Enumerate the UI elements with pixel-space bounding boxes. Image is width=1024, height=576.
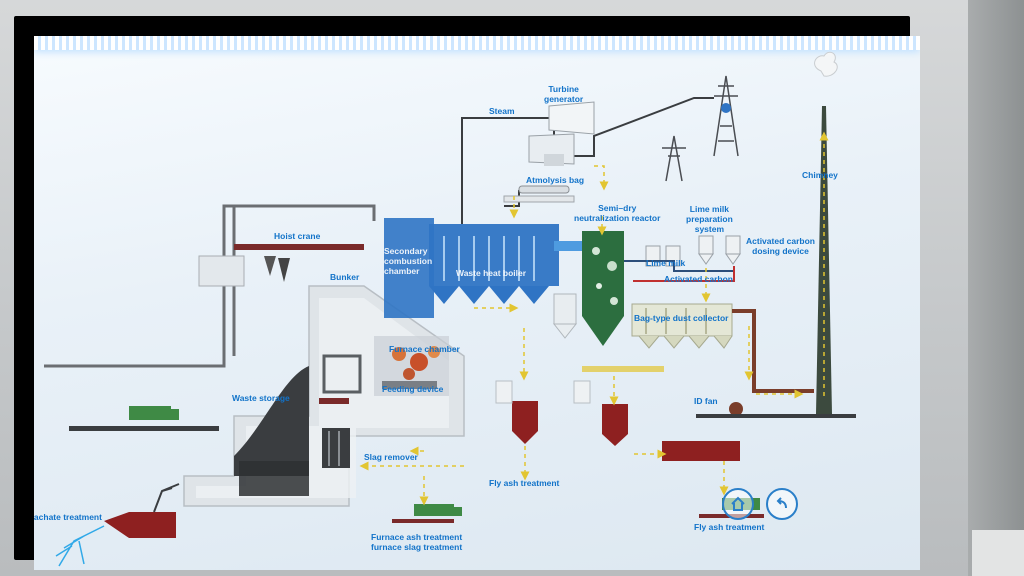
label-fly-ash-treatment-2: Fly ash treatment bbox=[694, 522, 765, 532]
lime-line bbox=[624, 260, 734, 272]
ash-silos bbox=[495, 380, 591, 404]
carbon-line bbox=[633, 266, 735, 282]
label-steam: Steam bbox=[489, 106, 515, 116]
label-id-fan: ID fan bbox=[694, 396, 718, 406]
furnace-chamber bbox=[319, 336, 449, 468]
label-atmolysis-bag: Atmolysis bag bbox=[526, 175, 585, 185]
label-turbine-generator: Turbine generator bbox=[544, 84, 584, 104]
flow-arrows bbox=[359, 131, 829, 506]
waste-truck bbox=[69, 406, 219, 431]
label-lime-milk-prep: Lime milk preparation system bbox=[686, 204, 733, 234]
back-arrow-icon bbox=[776, 497, 787, 509]
incineration-process-diagram bbox=[44, 51, 856, 567]
atmolysis-bag bbox=[503, 185, 575, 203]
waste-pile bbox=[234, 366, 309, 476]
bag-dust-collector bbox=[631, 303, 733, 349]
turbine-generator bbox=[528, 101, 595, 166]
home-icon bbox=[731, 496, 745, 511]
leachate-tank bbox=[104, 512, 176, 538]
chimney bbox=[814, 51, 838, 414]
semi-dry-reactor bbox=[552, 231, 624, 346]
reactor-base bbox=[582, 366, 664, 372]
power-tower bbox=[662, 75, 739, 182]
label-hoist-crane: Hoist crane bbox=[274, 231, 321, 241]
label-semi-dry-reactor: Semi–dry neutralization reactor bbox=[574, 203, 661, 223]
label-furnace-chamber: Furnace chamber bbox=[389, 344, 460, 354]
label-chimney: Chimney bbox=[802, 170, 838, 180]
label-waste-storage: Waste storage bbox=[232, 393, 290, 403]
flue-duct bbox=[732, 309, 814, 393]
label-secondary-combustion: Secondary combustion chamber bbox=[384, 246, 433, 276]
slag-truck bbox=[392, 504, 462, 523]
label-furnace-ash-treatment: Furnace ash treatment furnace slag treat… bbox=[371, 532, 463, 552]
label-feeding-device: Feeding device bbox=[382, 384, 444, 394]
hoist-crane bbox=[234, 244, 364, 282]
id-fan bbox=[729, 402, 743, 416]
led-light-strip bbox=[34, 36, 920, 50]
label-fly-ash-treatment-1: Fly ash treatment bbox=[489, 478, 560, 488]
wall-background bbox=[968, 0, 1024, 576]
label-activated-carbon-dosing: Activated carbon dosing device bbox=[746, 236, 815, 256]
label-waste-heat-boiler: Waste heat boiler bbox=[456, 268, 527, 278]
wall-trim bbox=[972, 530, 1024, 576]
label-bag-dust-collector: Bag-type dust collector bbox=[634, 313, 729, 323]
leachate-branches bbox=[153, 483, 180, 513]
back-button[interactable] bbox=[766, 488, 798, 520]
home-button[interactable] bbox=[722, 488, 754, 520]
label-slag-remover: Slag remover bbox=[364, 452, 418, 462]
crane-housing bbox=[198, 255, 245, 287]
waste-heat-boiler bbox=[384, 218, 584, 318]
label-bunker: Bunker bbox=[330, 272, 360, 282]
process-diagram-display: Turbine generator Steam Atmolysis bag Se… bbox=[34, 36, 920, 570]
screen-frame: Turbine generator Steam Atmolysis bag Se… bbox=[14, 16, 920, 570]
fly-ash-hoppers bbox=[512, 401, 740, 461]
label-activated-carbon: Activated carbon bbox=[664, 274, 733, 284]
label-leachate-treatment: Leachate treatment bbox=[34, 512, 102, 522]
label-lime-milk: Lime milk bbox=[646, 258, 686, 268]
waste-pit bbox=[239, 461, 309, 496]
fan-base bbox=[696, 414, 856, 418]
water-splash bbox=[55, 525, 105, 567]
